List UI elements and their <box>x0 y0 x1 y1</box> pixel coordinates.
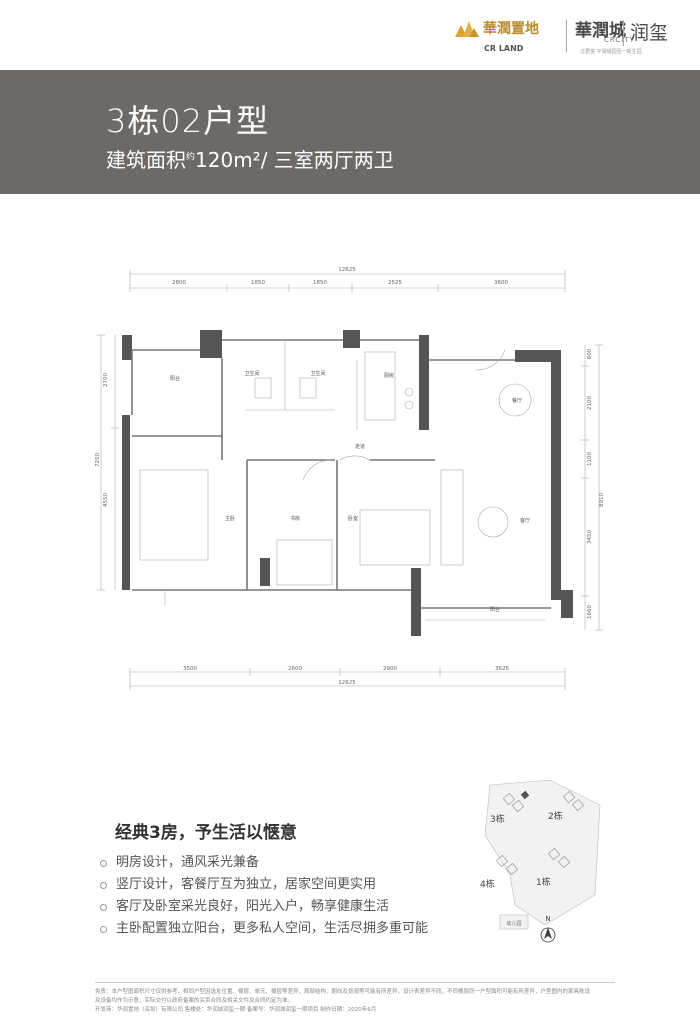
feature-item: 客厅及卧室采光良好，阳光入户，畅享健康生活 <box>100 896 428 918</box>
unit-title: 3栋02户型 <box>106 102 270 140</box>
project-tagline: 泛君悦 平湖城园至一新生园 <box>580 49 642 55</box>
cr-land-logo: 華潤置地 <box>455 18 539 38</box>
dim-left-2: 7250 <box>95 453 101 467</box>
dim-top-4: 2525 <box>388 280 402 286</box>
site-label-1: 1栋 <box>536 876 551 888</box>
bullet-icon <box>100 925 107 933</box>
room-balcony-top: 阳台 <box>170 375 180 382</box>
disclaimer: 免责：本户型图面积尺寸仅供参考，相同户型因选址位置、楼层、单元、楼层等差异，局部… <box>95 989 591 1013</box>
dim-top-total: 12625 <box>338 267 356 273</box>
disclaimer-divider <box>95 982 615 983</box>
room-balcony-bottom: 阳台 <box>490 606 500 613</box>
feature-item: 明房设计，通风采光兼备 <box>100 852 428 874</box>
area-prefix: 约 <box>186 152 196 163</box>
dim-right-5: 3450 <box>587 530 593 544</box>
brand-en: CR LAND <box>484 44 524 53</box>
dim-bottom-total: 12625 <box>338 680 356 686</box>
unit-area: 建筑面积约120m²/ 三室两厅两卫 <box>106 144 394 173</box>
project-cn: 華潤城 <box>575 21 626 41</box>
room-bath-1: 卫生间 <box>244 370 259 377</box>
room-corridor: 走道 <box>355 443 365 450</box>
area-value: 120m²/ 三室两厅两卫 <box>195 148 394 172</box>
room-living: 客厅 <box>520 517 530 524</box>
feature-item: 竖厅设计，客餐厅互为独立，居家空间更实用 <box>100 874 428 896</box>
title-banner: 3栋02户型 建筑面积约120m²/ 三室两厅两卫 <box>0 70 700 194</box>
room-study: 书房 <box>290 515 300 522</box>
project-en: CRCITY <box>604 36 635 44</box>
north-label: N <box>545 915 550 923</box>
brand-cn: 華潤置地 <box>483 21 539 37</box>
dim-right-2: 2100 <box>587 396 593 410</box>
room-bedroom: 卧室 <box>348 515 358 522</box>
dim-bottom-4: 3625 <box>495 666 509 672</box>
area-label: 建筑面积 <box>106 148 186 172</box>
logo-divider-2 <box>623 20 624 46</box>
room-kitchen: 厨房 <box>384 372 394 379</box>
dim-right-6: 1660 <box>587 605 593 619</box>
cr-land-mark-icon <box>455 21 479 37</box>
slogan: 经典3房，予生活以惬意 <box>115 823 297 843</box>
dim-top-1: 2800 <box>172 280 186 286</box>
sub-brand: 润玺 <box>630 22 669 44</box>
site-kindergarten: 幼儿园 <box>506 920 521 927</box>
feature-list: 明房设计，通风采光兼备 竖厅设计，客餐厅互为独立，居家空间更实用 客厅及卧室采光… <box>100 852 428 940</box>
room-master: 主卧 <box>225 515 235 522</box>
header: 華潤置地 CR LAND 華潤城 CRCITY 泛君悦 平湖城园至一新生园 润玺 <box>0 0 700 70</box>
dim-top-2: 1850 <box>251 280 265 286</box>
floor-plan: 12625 2800 1850 1850 2525 3600 3500 2600… <box>95 267 605 690</box>
logo-divider <box>566 20 567 52</box>
dim-top-3: 1850 <box>313 280 327 286</box>
site-plan: 3栋 2栋 4栋 1栋 幼儿园 N <box>480 779 601 943</box>
room-bath-2: 卫生间 <box>310 370 325 377</box>
dim-top-5: 3600 <box>494 280 508 286</box>
dim-right-4: 8910 <box>599 493 605 507</box>
dim-bottom-3: 2900 <box>383 666 397 672</box>
dim-right-1: 600 <box>587 348 593 359</box>
room-dining: 餐厅 <box>512 397 522 404</box>
dim-bottom-1: 3500 <box>183 666 197 672</box>
dim-left-1: 2700 <box>103 373 109 387</box>
site-label-2: 2栋 <box>548 810 563 822</box>
site-label-4: 4栋 <box>480 878 495 890</box>
dim-right-3: 1100 <box>587 452 593 466</box>
bullet-icon <box>100 881 107 889</box>
dim-left-3: 4550 <box>103 493 109 507</box>
bullet-icon <box>100 859 107 867</box>
dim-bottom-2: 2600 <box>288 666 302 672</box>
feature-item: 主卧配置独立阳台，更多私人空间，生活尽拥多重可能 <box>100 918 428 940</box>
bullet-icon <box>100 903 107 911</box>
north-arrow-icon <box>540 927 556 943</box>
site-label-3: 3栋 <box>490 813 505 825</box>
